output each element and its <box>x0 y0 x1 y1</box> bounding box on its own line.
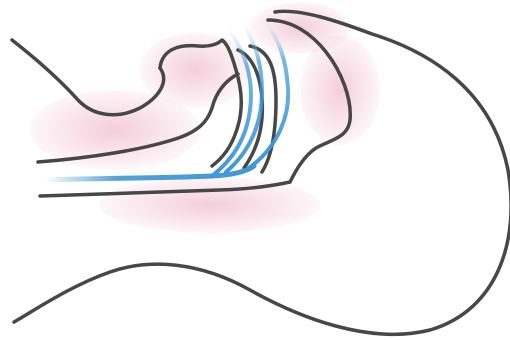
nasal-cavity-glow <box>300 35 380 145</box>
soft-tissue-shading <box>30 2 380 233</box>
throat-tissue-glow <box>100 177 320 233</box>
